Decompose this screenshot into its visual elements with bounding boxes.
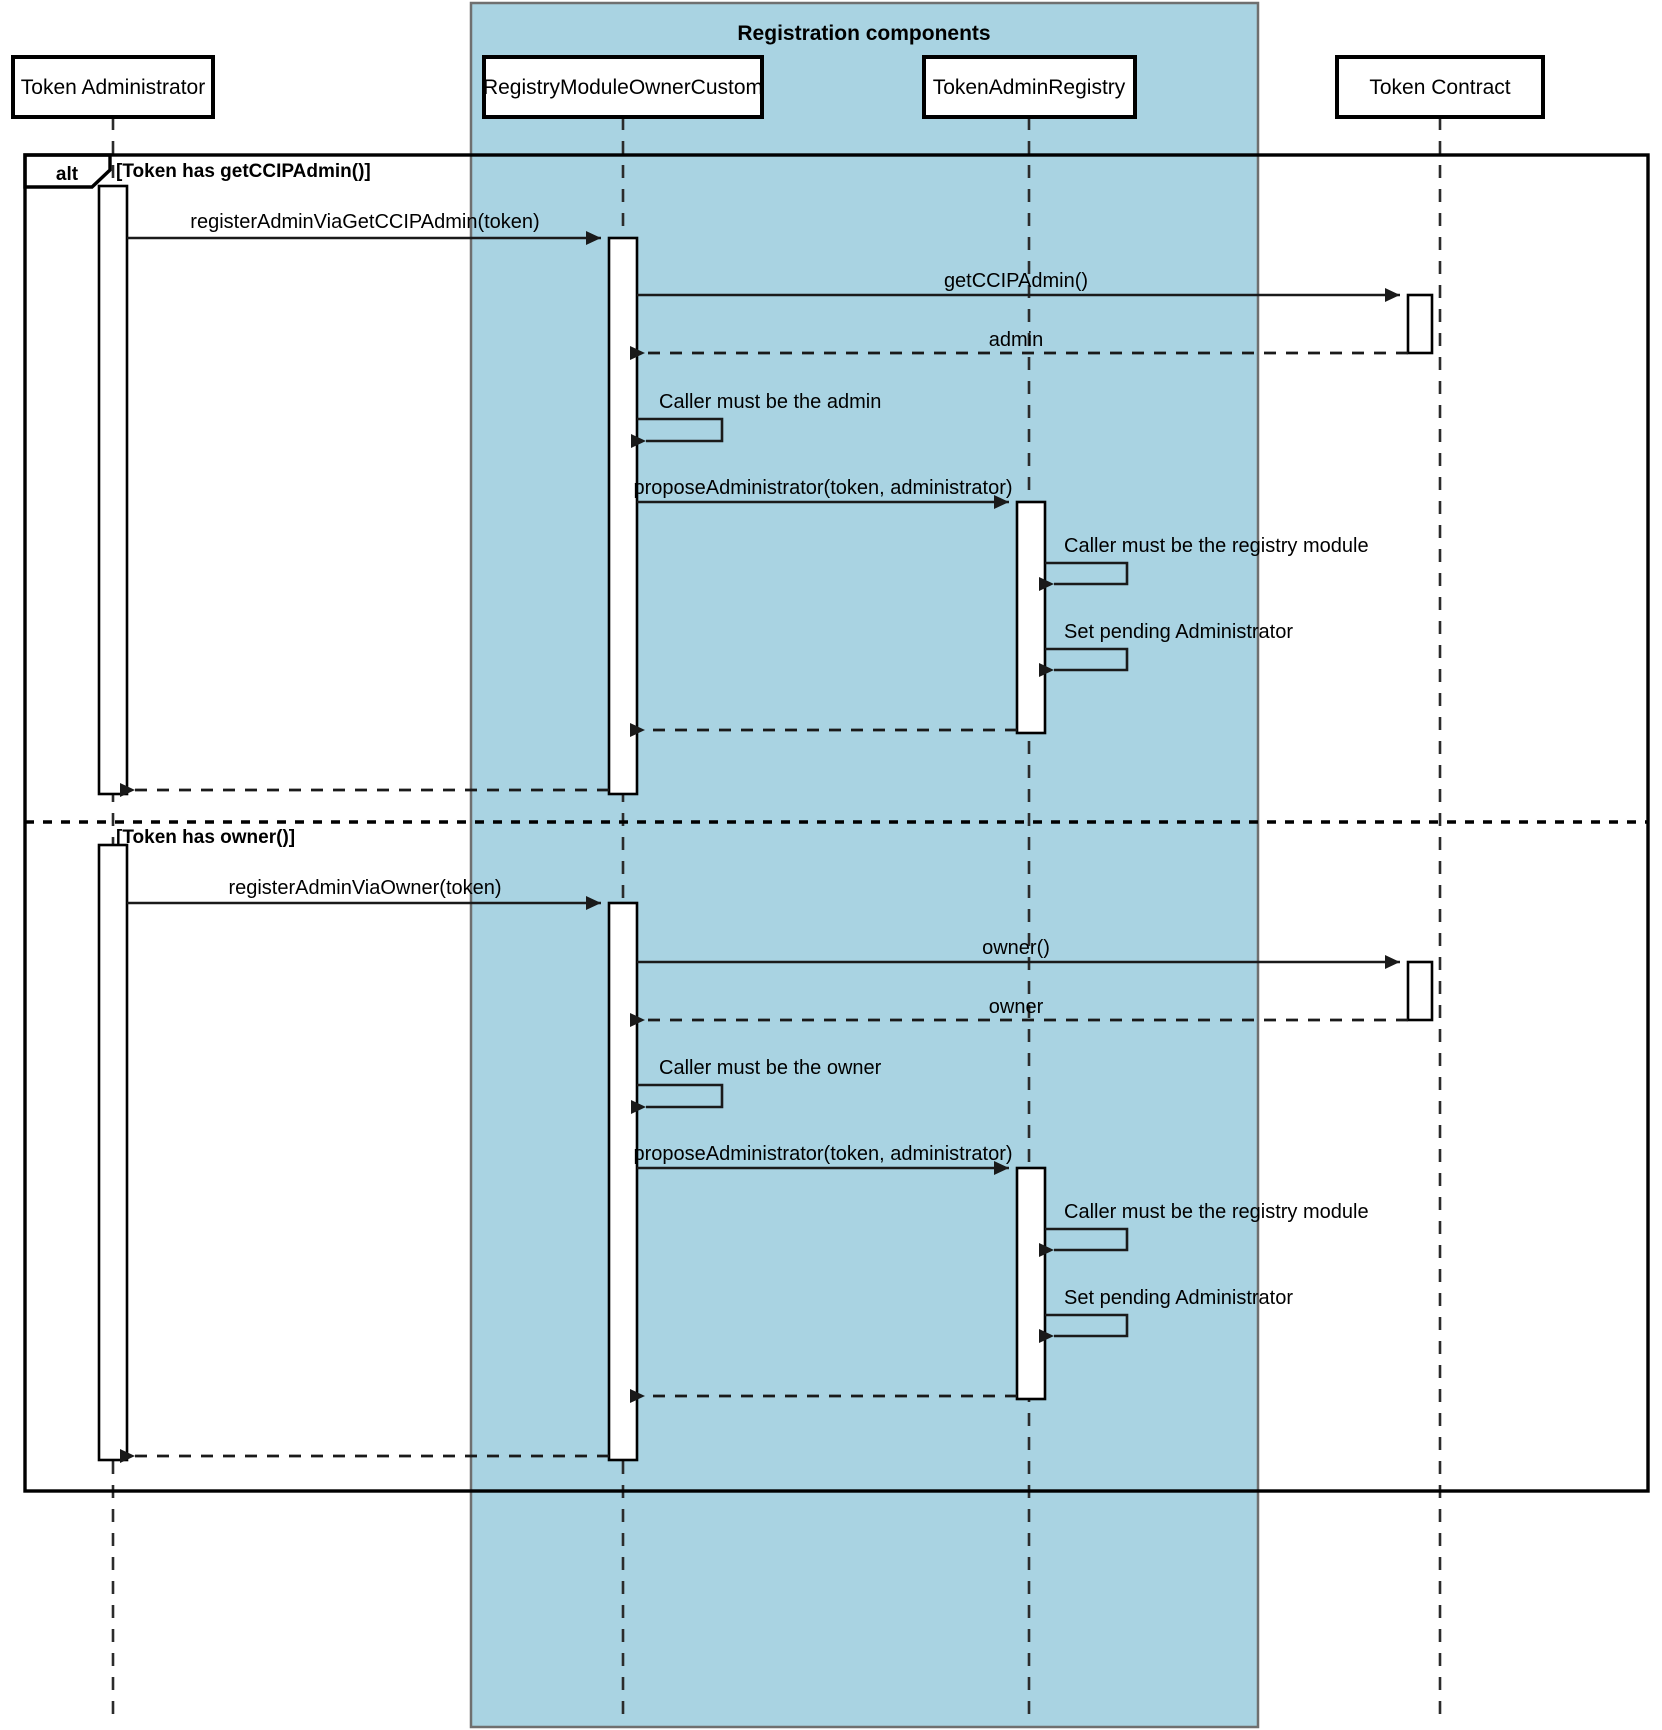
self-message-caller-must-be-the-admin[interactable]: Caller must be the admin xyxy=(631,391,881,448)
participant-token-administrator[interactable]: Token Administrator xyxy=(11,55,215,119)
participant-label: Token Contract xyxy=(1369,76,1510,99)
message-label: proposeAdministrator(token, administrato… xyxy=(633,1143,1012,1165)
activation-tar-1 xyxy=(1015,500,1047,735)
group-box-title: Registration components xyxy=(737,22,990,45)
message-admin-return[interactable]: admin xyxy=(630,329,1408,360)
message-owner-return[interactable]: owner xyxy=(630,996,1408,1027)
message-label: owner xyxy=(989,996,1044,1018)
self-message-set-pending-administrator-2[interactable]: Set pending Administrator xyxy=(1039,1287,1293,1343)
combined-fragment-alt: alt [Token has getCCIPAdmin()] [Token ha… xyxy=(23,153,1650,1493)
self-message-label: Set pending Administrator xyxy=(1064,621,1293,643)
fragment-operator-label: alt xyxy=(56,164,79,185)
activation-token-1 xyxy=(1406,293,1434,355)
activation-admin-1 xyxy=(97,184,129,796)
self-message-set-pending-administrator-1[interactable]: Set pending Administrator xyxy=(1039,621,1293,677)
message-label: getCCIPAdmin() xyxy=(944,270,1088,292)
participant-label: TokenAdminRegistry xyxy=(933,76,1126,99)
group-box-registration-components: Registration components xyxy=(469,1,1260,1729)
self-message-label: Caller must be the registry module xyxy=(1064,535,1369,557)
message-label: admin xyxy=(989,329,1043,351)
message-label: registerAdminViaOwner(token) xyxy=(228,877,501,899)
participant-label: RegistryModuleOwnerCustom xyxy=(483,76,763,99)
message-proposeadministrator-1[interactable]: proposeAdministrator(token, administrato… xyxy=(633,477,1013,509)
message-label: owner() xyxy=(982,937,1050,959)
message-registeradminviagetccipadmin[interactable]: registerAdminViaGetCCIPAdmin(token) xyxy=(127,211,601,245)
participant-token-contract[interactable]: Token Contract xyxy=(1335,55,1545,119)
activation-bars-layer xyxy=(97,184,1434,1462)
self-message-label: Caller must be the registry module xyxy=(1064,1201,1369,1223)
message-label: proposeAdministrator(token, administrato… xyxy=(633,477,1012,499)
fragment-guard-1: [Token has getCCIPAdmin()] xyxy=(116,161,371,182)
fragment-guard-2: [Token has owner()] xyxy=(116,827,295,848)
activation-admin-2 xyxy=(97,843,129,1462)
message-owner-call[interactable]: owner() xyxy=(637,937,1400,969)
activation-token-2 xyxy=(1406,960,1434,1022)
activation-rmoc-2 xyxy=(607,901,639,1462)
message-proposeadministrator-2[interactable]: proposeAdministrator(token, administrato… xyxy=(633,1143,1013,1175)
self-message-label: Set pending Administrator xyxy=(1064,1287,1293,1309)
message-label: registerAdminViaGetCCIPAdmin(token) xyxy=(190,211,539,233)
activation-tar-2 xyxy=(1015,1166,1047,1401)
participant-registrymoduleownercustom[interactable]: RegistryModuleOwnerCustom xyxy=(482,55,764,119)
self-message-caller-must-be-registry-module-1[interactable]: Caller must be the registry module xyxy=(1039,535,1369,591)
message-getccipadmin[interactable]: getCCIPAdmin() xyxy=(637,270,1400,302)
self-message-label: Caller must be the admin xyxy=(659,391,881,413)
self-message-caller-must-be-the-owner[interactable]: Caller must be the owner xyxy=(631,1057,882,1114)
self-message-label: Caller must be the owner xyxy=(659,1057,882,1079)
participant-tokenadminregistry[interactable]: TokenAdminRegistry xyxy=(922,55,1137,119)
self-message-caller-must-be-registry-module-2[interactable]: Caller must be the registry module xyxy=(1039,1201,1369,1257)
activation-rmoc-1 xyxy=(607,236,639,796)
message-registeradminviaowner[interactable]: registerAdminViaOwner(token) xyxy=(127,877,601,910)
participant-label: Token Administrator xyxy=(21,76,205,99)
